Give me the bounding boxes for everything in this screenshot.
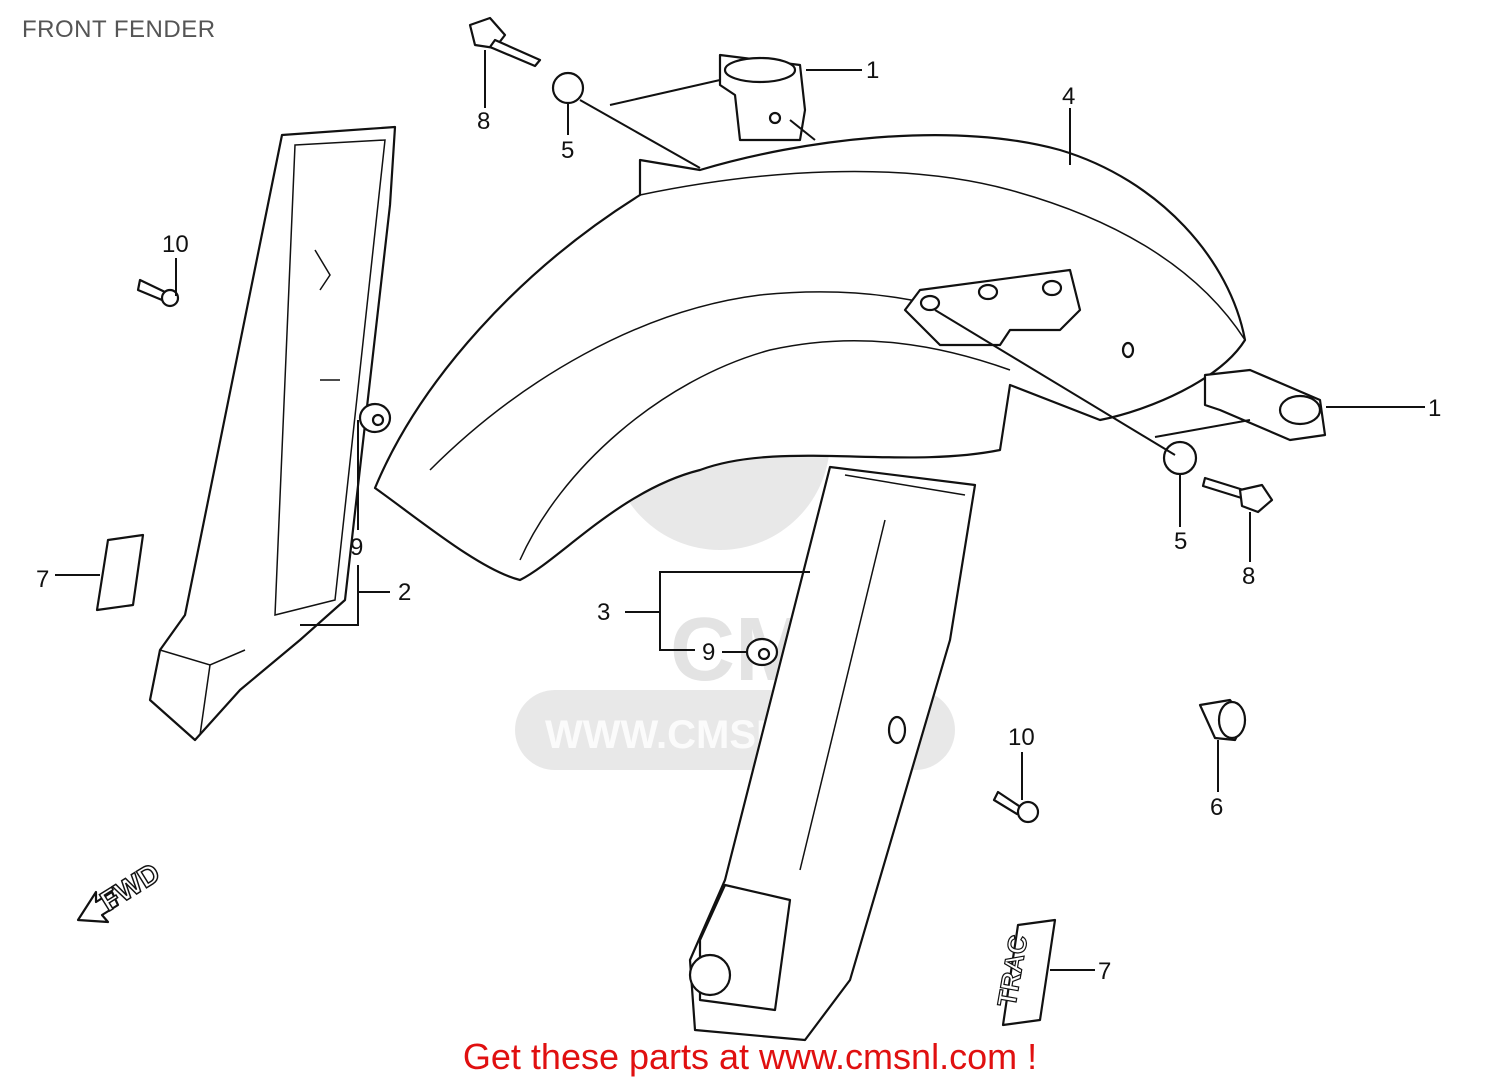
cap bbox=[1198, 698, 1247, 742]
callout-6: 6 bbox=[1210, 794, 1223, 821]
fender-clamp-top bbox=[718, 53, 807, 142]
grommet-left bbox=[358, 402, 392, 434]
callout-8-top: 8 bbox=[477, 108, 490, 135]
left-fork-cover bbox=[148, 125, 397, 742]
right-fork-cover bbox=[688, 465, 977, 1042]
leader-lines bbox=[55, 50, 1425, 971]
callout-8-right: 8 bbox=[1242, 563, 1255, 590]
decal-right: TRAC bbox=[991, 918, 1057, 1027]
callout-1-top: 1 bbox=[866, 57, 879, 84]
fwd-label: FWD bbox=[95, 857, 166, 917]
decal-left bbox=[95, 533, 145, 612]
screw-bottom bbox=[992, 790, 1040, 824]
washer-top bbox=[551, 71, 585, 105]
bolt-right bbox=[1201, 476, 1274, 514]
screw-left bbox=[136, 278, 180, 308]
fwd-direction-marker: FWD bbox=[76, 856, 166, 924]
callout-4: 4 bbox=[1062, 83, 1075, 110]
page-title: FRONT FENDER bbox=[22, 16, 216, 43]
callout-7-right: 7 bbox=[1098, 958, 1111, 985]
callout-9-left: 9 bbox=[350, 534, 363, 561]
fender-clamp-right bbox=[1203, 368, 1327, 442]
callout-10-bottom: 10 bbox=[1008, 724, 1035, 751]
callout-1-right: 1 bbox=[1428, 395, 1441, 422]
callout-5-right: 5 bbox=[1174, 528, 1187, 555]
callout-7-left: 7 bbox=[36, 566, 49, 593]
front-fender bbox=[373, 134, 1247, 582]
callout-9-center: 9 bbox=[702, 639, 715, 666]
grommet-center bbox=[745, 637, 779, 667]
washer-right bbox=[1162, 440, 1198, 476]
bolt-top bbox=[468, 16, 542, 68]
callout-2: 2 bbox=[398, 579, 411, 606]
callout-5-top: 5 bbox=[561, 137, 574, 164]
callout-3: 3 bbox=[597, 599, 610, 626]
parts-link-banner[interactable]: Get these parts at www.cmsnl.com ! bbox=[462, 1036, 1038, 1077]
callout-10-left: 10 bbox=[162, 231, 189, 258]
callouts: 1 1 2 3 4 5 5 6 7 7 8 8 9 9 10 10 bbox=[36, 57, 1441, 985]
